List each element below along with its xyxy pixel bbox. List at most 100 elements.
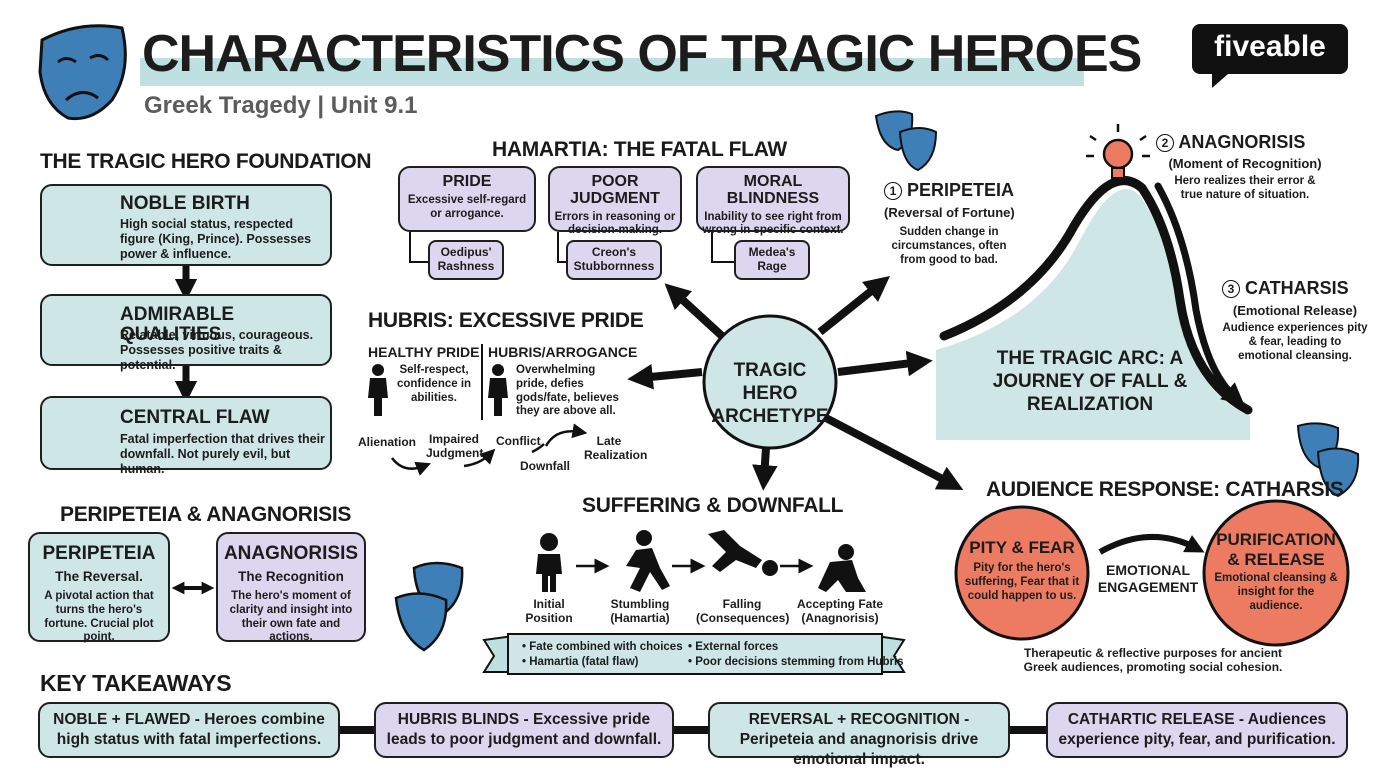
arc-catharsis-text: Audience experiences pity & fear, leadin… bbox=[1222, 322, 1368, 362]
example-tag-medea: Medea's Rage bbox=[734, 240, 810, 280]
healthy-pride-title: HEALTHY PRIDE bbox=[368, 344, 480, 360]
lightbulb-icon bbox=[1086, 124, 1150, 179]
hubris-arrogance-text: Overwhelming pride, defies gods/fate, be… bbox=[516, 364, 619, 418]
logo-text: fiveable bbox=[1214, 30, 1326, 63]
initial-position-figure-icon bbox=[536, 533, 562, 592]
arc-anagnorisis-subtitle: (Moment of Recognition) bbox=[1168, 156, 1322, 171]
poor-judgment-card: POOR JUDGMENT Errors in reasoning or dec… bbox=[548, 166, 682, 236]
arc-peripeteia-text: Sudden change in circumstances, often fr… bbox=[891, 226, 1007, 266]
takeaway-reversal-recognition-bold: REVERSAL + RECOGNITION bbox=[748, 711, 960, 728]
flow-downfall: Downfall bbox=[520, 459, 570, 473]
moral-blindness-card: MORAL BLINDNESS Inability to see right f… bbox=[696, 166, 850, 236]
tragic-arc-graphic bbox=[936, 176, 1253, 440]
anagnorisis-card-title: ANAGNORISIS bbox=[223, 543, 359, 564]
audience-note: Therapeutic & reflective purposes for an… bbox=[1023, 646, 1283, 675]
banner-item-hamartia: • Hamartia (fatal flaw) bbox=[522, 656, 639, 668]
takeaway-cathartic-release-bold: CATHARTIC RELEASE bbox=[1067, 711, 1235, 728]
center-label: TRAGIC HERO ARCHETYPE bbox=[711, 360, 829, 427]
purification-title: PURIFICATION & RELEASE bbox=[1216, 530, 1336, 569]
peripeteia-card: PERIPETEIA The Reversal. A pivotal actio… bbox=[28, 532, 170, 644]
noble-birth-card: NOBLE BIRTH High social status, respecte… bbox=[40, 184, 332, 266]
center-circle bbox=[702, 314, 838, 450]
stage-initial-position: Initial Position bbox=[525, 597, 573, 626]
purification-circle bbox=[1202, 499, 1350, 647]
title-highlight bbox=[140, 58, 1084, 86]
suffering-heading: SUFFERING & DOWNFALL bbox=[582, 494, 844, 517]
central-flaw-text: Fatal imperfection that drives their dow… bbox=[120, 432, 325, 476]
noble-birth-text: High social status, respected figure (Ki… bbox=[120, 217, 312, 261]
takeaway-reversal-recognition-text: - Peripeteia and anagnorisis drive emoti… bbox=[739, 711, 979, 768]
anagnorisis-card-text: The hero's moment of clarity and insight… bbox=[229, 589, 353, 644]
takeaway-noble-flawed-bold: NOBLE + FLAWED bbox=[53, 711, 191, 728]
purification-content: PURIFICATION & RELEASE Emotional cleansi… bbox=[1212, 530, 1340, 613]
example-tag-oedipus: Oedipus' Rashness bbox=[428, 240, 504, 280]
banner-item-external: • External forces bbox=[688, 641, 779, 653]
takeaway-hubris-blinds: HUBRIS BLINDS - Excessive pride leads to… bbox=[374, 702, 674, 758]
banner-item-fate: • Fate combined with choices bbox=[522, 641, 683, 653]
pity-fear-text: Pity for the hero's suffering, Fear that… bbox=[964, 562, 1080, 602]
arc-peripeteia-title: PERIPETEIA bbox=[907, 180, 1015, 200]
takeaway-noble-flawed: NOBLE + FLAWED - Heroes combine high sta… bbox=[38, 702, 340, 758]
emotional-engagement-label: EMOTIONAL ENGAGEMENT bbox=[1097, 562, 1199, 595]
central-flaw-card: CENTRAL FLAW Fatal imperfection that dri… bbox=[40, 396, 332, 476]
admirable-qualities-text: Relatable, virtuous, courageous. Possess… bbox=[120, 328, 314, 372]
takeaway-cathartic-release-text: - Audiences experience pity, fear, and p… bbox=[1058, 711, 1336, 749]
takeaway-hubris-blinds-text: - Excessive pride leads to poor judgment… bbox=[386, 711, 662, 749]
flow-late-realization: Late Realization bbox=[584, 434, 648, 463]
foundation-heading: THE TRAGIC HERO FOUNDATION bbox=[40, 150, 372, 173]
arc-catharsis-title: CATHARSIS bbox=[1245, 278, 1349, 298]
arc-catharsis: 3 CATHARSIS (Emotional Release) Audience… bbox=[1222, 278, 1368, 363]
anagnorisis-card: ANAGNORISIS The Recognition The hero's m… bbox=[216, 532, 366, 644]
arc-peripeteia: 1 PERIPETEIA (Reversal of Fortune) Sudde… bbox=[884, 180, 1015, 267]
takeaways-heading: KEY TAKEAWAYS bbox=[40, 670, 232, 696]
arc-catharsis-subtitle: (Emotional Release) bbox=[1232, 303, 1358, 318]
noble-birth-title: NOBLE BIRTH bbox=[120, 193, 250, 214]
fiveable-logo bbox=[1192, 24, 1348, 88]
takeaway-hubris-blinds-bold: HUBRIS BLINDS bbox=[397, 711, 520, 728]
step-3-badge: 3 bbox=[1222, 280, 1240, 299]
stage-falling: Falling (Consequences) bbox=[696, 597, 790, 626]
suffering-banner bbox=[482, 633, 906, 675]
flow-conflict: Conflict bbox=[496, 434, 541, 448]
flow-alienation: Alienation bbox=[358, 435, 417, 449]
poor-judgment-title: POOR JUDGMENT bbox=[570, 173, 660, 207]
falling-figure-icon bbox=[708, 530, 778, 576]
pity-fear-circle bbox=[954, 505, 1090, 641]
pity-fear-content: PITY & FEAR Pity for the hero's sufferin… bbox=[962, 538, 1082, 603]
per-anag-heading: PERIPETEIA & ANAGNORISIS bbox=[60, 503, 352, 526]
peripeteia-card-text: A pivotal action that turns the hero's f… bbox=[44, 589, 154, 644]
pride-card: PRIDE Excessive self-regard or arrogance… bbox=[398, 166, 536, 232]
tragic-arc-label: THE TRAGIC ARC: A JOURNEY OF FALL & REAL… bbox=[992, 348, 1188, 415]
hubris-arrogance-title: HUBRIS/ARROGANCE bbox=[488, 344, 638, 360]
banner-item-decisions: • Poor decisions stemming from Hubris bbox=[688, 656, 904, 668]
flow-impaired-judgment: Impaired Judgment bbox=[426, 432, 484, 461]
arc-anagnorisis-title: ANAGNORISIS bbox=[1178, 132, 1306, 152]
poor-judgment-text: Errors in reasoning or decision-making. bbox=[554, 210, 676, 237]
theater-masks-icon bbox=[874, 110, 938, 172]
peripeteia-card-subtitle: The Reversal. bbox=[55, 568, 143, 584]
arc-anagnorisis: 2 ANAGNORISIS (Moment of Recognition) He… bbox=[1156, 132, 1334, 203]
stage-accepting-fate: Accepting Fate (Anagnorisis) bbox=[796, 597, 883, 626]
step-1-badge: 1 bbox=[884, 182, 902, 201]
accepting-fate-figure-icon bbox=[818, 544, 866, 592]
pride-title: PRIDE bbox=[442, 173, 492, 190]
admirable-qualities-card: ADMIRABLE QUALITIES Relatable, virtuous,… bbox=[40, 294, 332, 372]
takeaway-reversal-recognition: REVERSAL + RECOGNITION - Peripeteia and … bbox=[708, 702, 1010, 768]
page-subtitle: Greek Tragedy | Unit 9.1 bbox=[144, 92, 418, 119]
takeaway-cathartic-release: CATHARTIC RELEASE - Audiences experience… bbox=[1046, 702, 1348, 758]
step-2-badge: 2 bbox=[1156, 134, 1174, 153]
moral-blindness-title: MORAL BLINDNESS bbox=[726, 173, 820, 207]
hubris-heading: HUBRIS: EXCESSIVE PRIDE bbox=[368, 309, 644, 332]
anagnorisis-card-subtitle: The Recognition bbox=[238, 568, 344, 584]
pity-fear-title: PITY & FEAR bbox=[969, 538, 1075, 557]
central-flaw-title: CENTRAL FLAW bbox=[120, 407, 270, 428]
arc-anagnorisis-text: Hero realizes their error & true nature … bbox=[1174, 175, 1316, 201]
arrogant-figure-icon bbox=[488, 364, 508, 416]
healthy-pride-figure-icon bbox=[368, 364, 388, 416]
stage-stumbling: Stumbling (Hamartia) bbox=[610, 597, 670, 626]
audience-heading: AUDIENCE RESPONSE: CATHARSIS bbox=[986, 478, 1344, 501]
moral-blindness-text: Inability to see right from wrong in spe… bbox=[702, 210, 844, 237]
hamartia-heading: HAMARTIA: THE FATAL FLAW bbox=[492, 138, 787, 161]
theater-masks-icon bbox=[1296, 422, 1360, 498]
